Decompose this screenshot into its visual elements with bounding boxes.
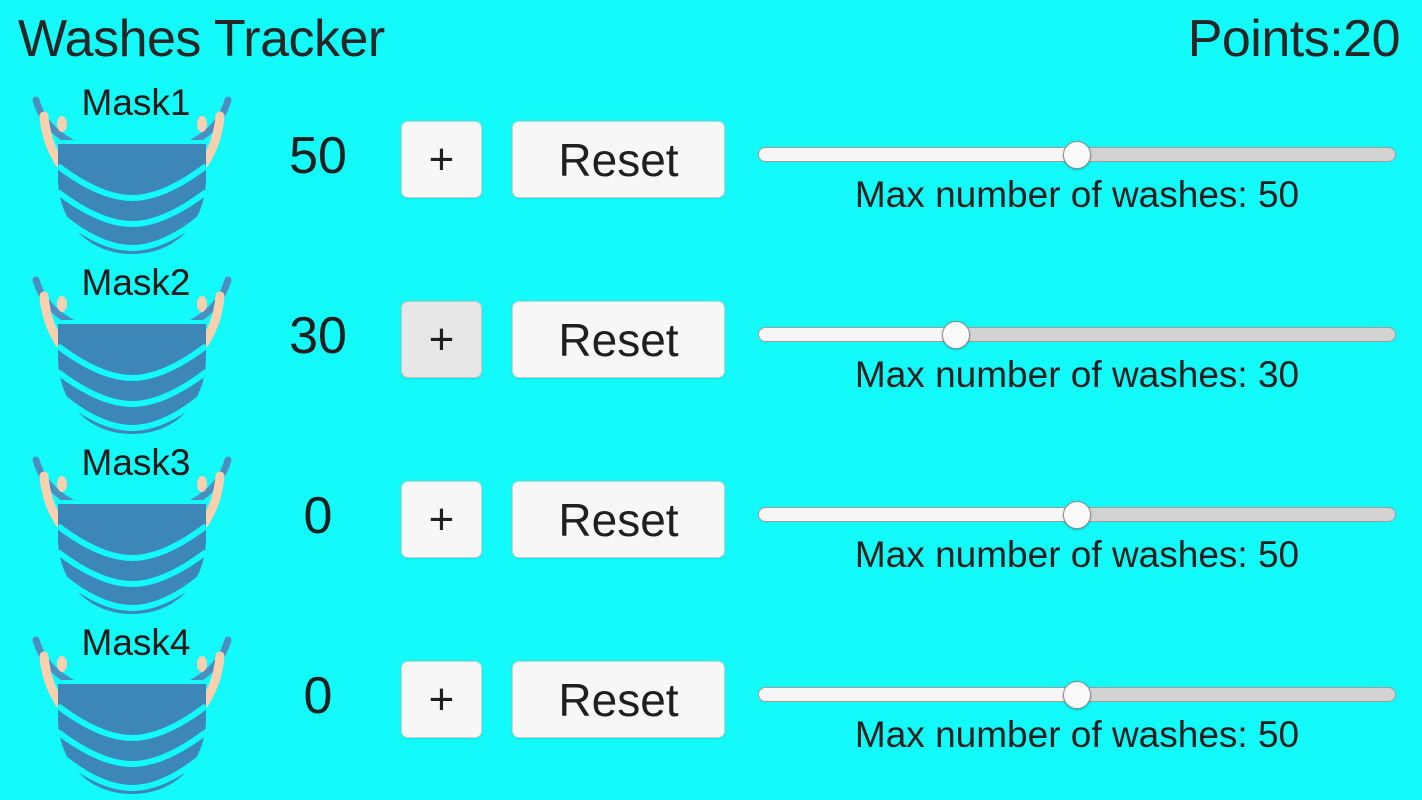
- reset-button[interactable]: Reset: [512, 121, 725, 198]
- mask-row: Mask3 0 + Reset Max number of washes: 50: [0, 438, 1422, 618]
- max-washes-slider[interactable]: [758, 501, 1396, 529]
- slider-caption: Max number of washes: 30: [854, 354, 1300, 395]
- slider-caption: Max number of washes: 50: [854, 714, 1300, 755]
- max-washes-slider[interactable]: [758, 681, 1396, 709]
- slider-fill: [759, 688, 1077, 701]
- face-mask-icon: [32, 276, 232, 434]
- slider-fill: [759, 328, 957, 341]
- mask-cell: Mask1: [8, 78, 256, 258]
- reset-button[interactable]: Reset: [512, 301, 725, 378]
- increment-button[interactable]: +: [401, 121, 482, 198]
- reset-button[interactable]: Reset: [512, 661, 725, 738]
- mask-cell: Mask4: [8, 618, 256, 798]
- slider-cell: Max number of washes: 50: [758, 78, 1398, 258]
- slider-thumb[interactable]: [1063, 501, 1091, 529]
- reset-button[interactable]: Reset: [512, 481, 725, 558]
- increment-button[interactable]: +: [401, 661, 482, 738]
- max-washes-slider[interactable]: [758, 321, 1396, 349]
- points-label: Points:20: [1187, 10, 1401, 68]
- slider-caption: Max number of washes: 50: [854, 174, 1300, 215]
- mask-row: Mask2 30 + Reset Max number of washes: 3…: [0, 258, 1422, 438]
- mask-rows-list: Mask1 50 + Reset Max number of washes: 5…: [0, 78, 1422, 800]
- mask-cell: Mask2: [8, 258, 256, 438]
- slider-cell: Max number of washes: 50: [758, 438, 1398, 618]
- face-mask-icon: [32, 96, 232, 254]
- face-mask-icon: [32, 636, 232, 794]
- mask-cell: Mask3: [8, 438, 256, 618]
- wash-count: 0: [303, 667, 333, 725]
- slider-fill: [759, 508, 1077, 521]
- mask-row: Mask4 0 + Reset Max number of washes: 50: [0, 618, 1422, 798]
- mask-row: Mask1 50 + Reset Max number of washes: 5…: [0, 78, 1422, 258]
- app-header: Washes Tracker Points:20: [0, 0, 1422, 78]
- wash-count: 50: [289, 127, 347, 185]
- slider-thumb[interactable]: [1063, 681, 1091, 709]
- increment-button[interactable]: +: [401, 481, 482, 558]
- increment-button[interactable]: +: [401, 301, 482, 378]
- slider-cell: Max number of washes: 50: [758, 618, 1398, 798]
- page-title: Washes Tracker: [18, 10, 385, 68]
- slider-track[interactable]: [758, 327, 1396, 342]
- slider-thumb[interactable]: [941, 321, 970, 349]
- slider-caption: Max number of washes: 50: [854, 534, 1300, 575]
- face-mask-icon: [32, 456, 232, 614]
- wash-count: 0: [303, 487, 333, 545]
- max-washes-slider[interactable]: [758, 141, 1396, 169]
- wash-count: 30: [289, 307, 347, 365]
- slider-cell: Max number of washes: 30: [758, 258, 1398, 438]
- slider-thumb[interactable]: [1063, 141, 1091, 169]
- slider-fill: [759, 148, 1077, 161]
